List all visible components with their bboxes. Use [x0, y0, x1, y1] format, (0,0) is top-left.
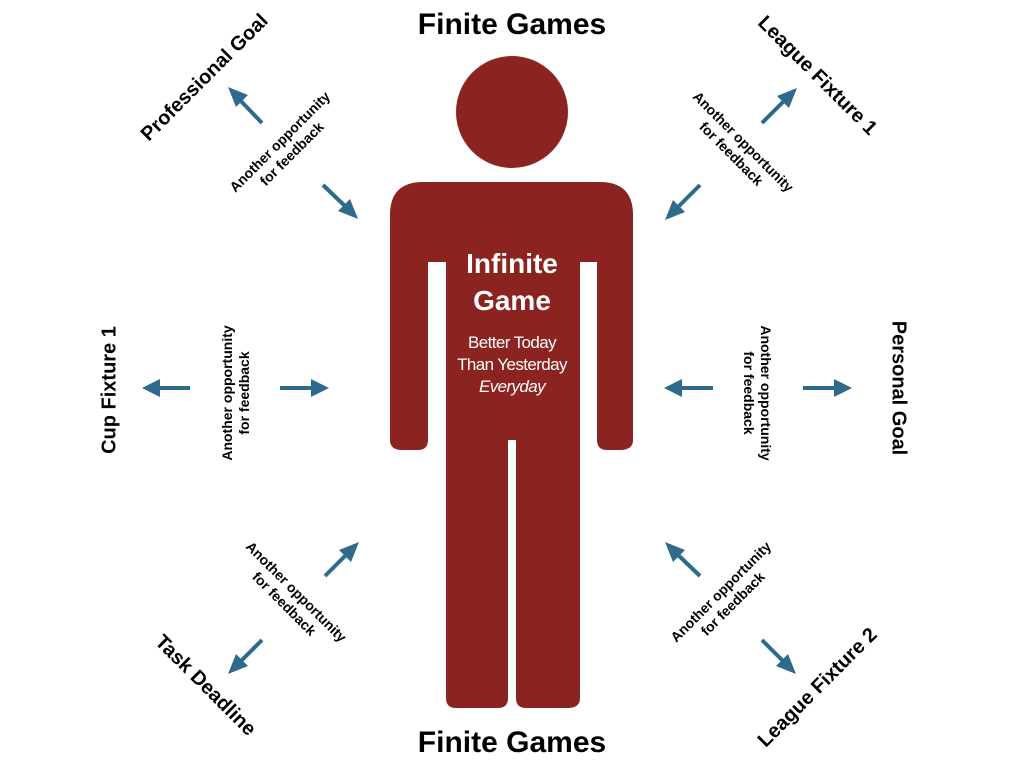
arrow-icon: [142, 379, 190, 397]
center-sub-line3: Everyday: [478, 377, 546, 396]
top-heading: Finite Games: [417, 8, 607, 41]
goal-personal: Personal Goal: [887, 320, 910, 456]
arrow-icon: [323, 542, 359, 578]
arrow-icon: [760, 638, 796, 674]
center-title-line1: Infinite: [466, 248, 558, 279]
arrow-icon: [228, 638, 264, 674]
figure-head: [456, 56, 568, 168]
figure-body: [390, 182, 633, 708]
center-title: Infinite Game: [412, 245, 612, 319]
arrow-icon: [280, 379, 329, 397]
arrow-icon: [664, 379, 713, 397]
center-subtitle: Better Today Than Yesterday Everyday: [412, 332, 612, 398]
arrow-icon: [321, 183, 358, 219]
arrow-icon: [228, 87, 264, 125]
bottom-heading: Finite Games: [417, 726, 607, 759]
center-sub-line1: Better Today: [468, 333, 557, 352]
center-sub-line2: Than Yesterday: [457, 355, 567, 374]
arrow-icon: [665, 542, 702, 578]
arrow-icon: [803, 379, 852, 397]
arrow-icon: [760, 88, 797, 125]
arrow-icon: [665, 183, 702, 220]
goal-cup-fixture-1: Cup Fixture 1: [98, 326, 121, 454]
center-title-line2: Game: [473, 285, 551, 316]
